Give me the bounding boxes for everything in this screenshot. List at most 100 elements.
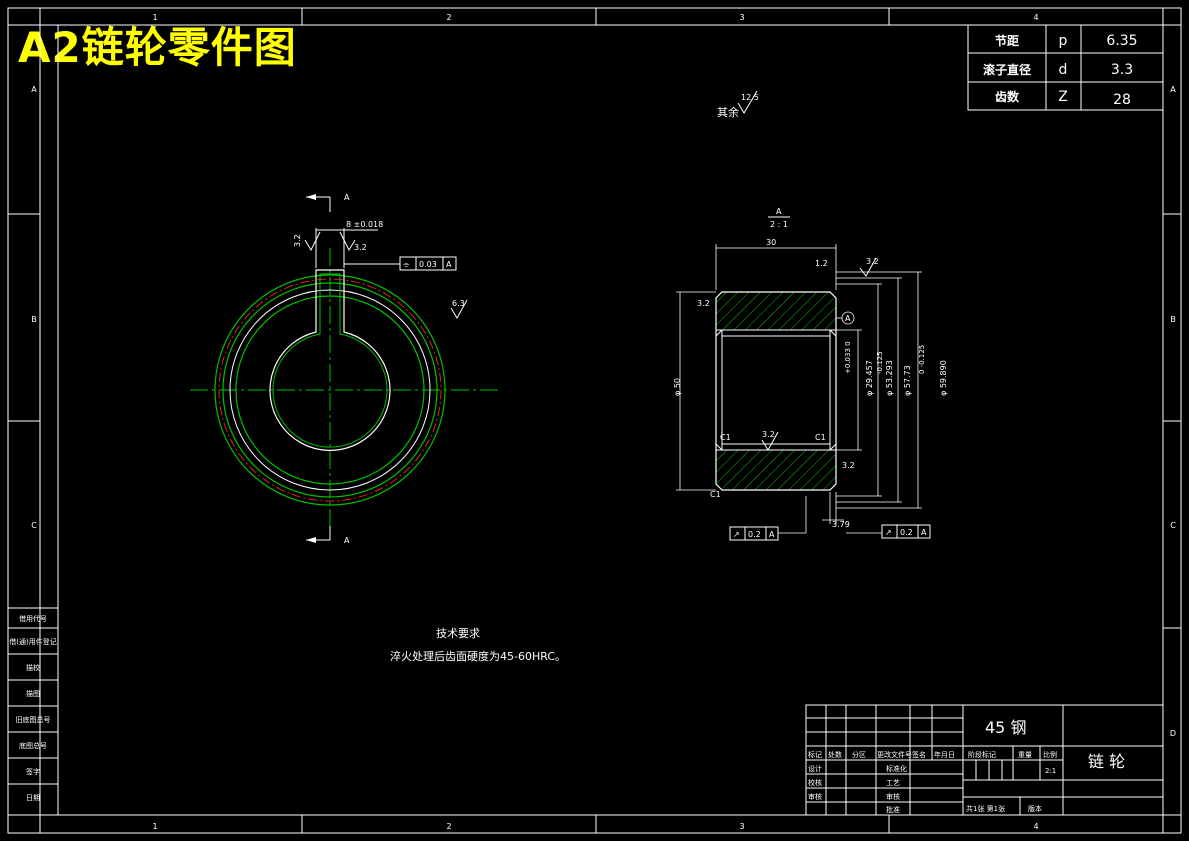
tb-mid: 工艺 <box>886 779 900 787</box>
grid-col-label: 2 <box>446 822 451 831</box>
side-label: 签字 <box>26 767 40 776</box>
param-symbol: Z <box>1058 89 1068 105</box>
chamfer-c1: C1 <box>815 433 826 442</box>
runout-left-datum: A <box>769 530 775 539</box>
datum-label: A <box>845 314 851 323</box>
param-value: 3.3 <box>1111 62 1133 78</box>
rough-bore: 3.2 <box>762 430 775 439</box>
tb-mid: 批准 <box>886 805 900 814</box>
section-label: A <box>776 207 782 216</box>
section-view: A 2 : 1 <box>768 207 790 229</box>
grid-row-label: A <box>31 85 37 94</box>
tb-sheet: 共1张 第1张 <box>966 804 1005 813</box>
runout-left-tol: 0.2 <box>748 530 761 539</box>
drawing-title: A2链轮零件图 <box>18 23 297 72</box>
grid-row-label: C <box>31 521 37 530</box>
svg-text:12.5: 12.5 <box>741 93 759 102</box>
flatness-symbol: ⌯ <box>403 260 410 269</box>
grid-row-label: B <box>31 315 37 324</box>
stage-header: 重量 <box>1018 751 1032 759</box>
section-dimensions <box>676 244 922 534</box>
front-view <box>190 248 500 528</box>
svg-text:其余: 其余 <box>717 105 739 119</box>
notes-line: 淬火处理后齿面硬度为45-60HRC。 <box>390 649 566 663</box>
section-scale: 2 : 1 <box>770 220 788 229</box>
dim-dia-5989: φ 59.890 <box>939 360 948 396</box>
param-name: 齿数 <box>995 89 1020 104</box>
side-label: 描图 <box>26 689 40 698</box>
parameter-table <box>967 24 1164 111</box>
tb-header: 更改文件号 <box>877 750 912 759</box>
dim-dia-53: φ 53.293 <box>885 360 894 396</box>
side-label-strip <box>7 607 59 816</box>
grid-col-label: 4 <box>1033 13 1038 22</box>
runout-right-datum: A <box>921 528 927 537</box>
tb-row: 审核 <box>808 792 822 801</box>
rough-keyway-left: 3.2 <box>293 234 302 247</box>
runout-right-symbol: ↗ <box>885 528 892 537</box>
dim-tol-53: -0.125 <box>876 351 884 374</box>
drawing-frame <box>7 7 1182 834</box>
runout-right-tol: 0.2 <box>900 528 913 537</box>
param-symbol: d <box>1059 62 1068 78</box>
grid-col-label: 1 <box>152 822 157 831</box>
dim-379: 3.79 <box>832 520 850 529</box>
runout-left-symbol: ↗ <box>733 530 740 539</box>
tb-row: 校核 <box>808 778 822 787</box>
title-block <box>805 704 1164 816</box>
dim-dia-5773: φ 57.73 <box>903 365 912 396</box>
tb-mid: 标准化 <box>886 764 907 773</box>
tb-header: 年月日 <box>934 750 955 759</box>
tb-header: 签名 <box>912 750 926 759</box>
side-label: 借用代号 <box>19 614 47 623</box>
dim-tol-5989: 0 -0.125 <box>918 345 926 374</box>
grid-col-label: 3 <box>739 13 744 22</box>
grid-row-label: C <box>1170 521 1176 530</box>
rough-chamfer: 3.2 <box>842 461 855 470</box>
flatness-datum: A <box>446 260 452 269</box>
grid-col-label: 4 <box>1033 822 1038 831</box>
rough-left-top: 3.2 <box>697 299 710 308</box>
keyway-tolerance: 8 ±0.018 <box>346 220 383 229</box>
stage-header: 阶段标记 <box>968 750 996 759</box>
grid-row-label: D <box>1170 729 1176 738</box>
section-mark-bottom: A <box>344 536 350 545</box>
grid-row-label: A <box>1170 85 1176 94</box>
param-symbol: p <box>1059 33 1068 49</box>
grid-col-label: 1 <box>152 13 157 22</box>
tb-version: 版本 <box>1028 804 1042 813</box>
side-label: 借(通)用件登记 <box>9 637 56 646</box>
part-name: 链 轮 <box>1088 752 1125 771</box>
chamfer-c1: C1 <box>710 490 721 499</box>
param-name: 节距 <box>995 33 1019 48</box>
section-mark-top: A <box>344 193 350 202</box>
tb-scale: 2:1 <box>1045 767 1056 775</box>
side-label: 描校 <box>26 663 40 672</box>
flatness-tol: 0.03 <box>419 260 437 269</box>
dim-bore-tol: +0.033 0 <box>844 341 852 374</box>
grid-row-label: B <box>1170 315 1176 324</box>
dim-dia-50: φ 50 <box>673 378 682 396</box>
tb-header: 分区 <box>852 750 866 759</box>
tb-mid: 审核 <box>886 792 900 801</box>
tb-row: 设计 <box>808 764 822 773</box>
side-label: 日期 <box>26 794 40 802</box>
roughness-other: 其余 12.5 <box>717 90 759 119</box>
chamfer-top: 1.2 <box>815 259 828 268</box>
notes-heading: 技术要求 <box>436 627 480 640</box>
param-name: 滚子直径 <box>983 62 1031 77</box>
section-body <box>715 291 837 491</box>
stage-header: 比例 <box>1043 750 1057 759</box>
material: 45 钢 <box>985 718 1026 737</box>
rough-outer: 6.3 <box>452 299 465 308</box>
tb-header: 处数 <box>828 750 842 759</box>
grid-col-label: 3 <box>739 822 744 831</box>
dim-dia-bore: φ 29.457 <box>865 360 874 396</box>
front-view-annotations: A A 8 ±0.018 3.2 3.2 ⌯ 0.03 A 6.3 <box>293 193 468 545</box>
param-value: 6.35 <box>1106 33 1137 49</box>
chamfer-c1: C1 <box>720 433 731 442</box>
side-label: 旧底图总号 <box>16 715 51 724</box>
param-value: 28 <box>1113 92 1131 108</box>
side-label: 底图总号 <box>19 741 47 750</box>
